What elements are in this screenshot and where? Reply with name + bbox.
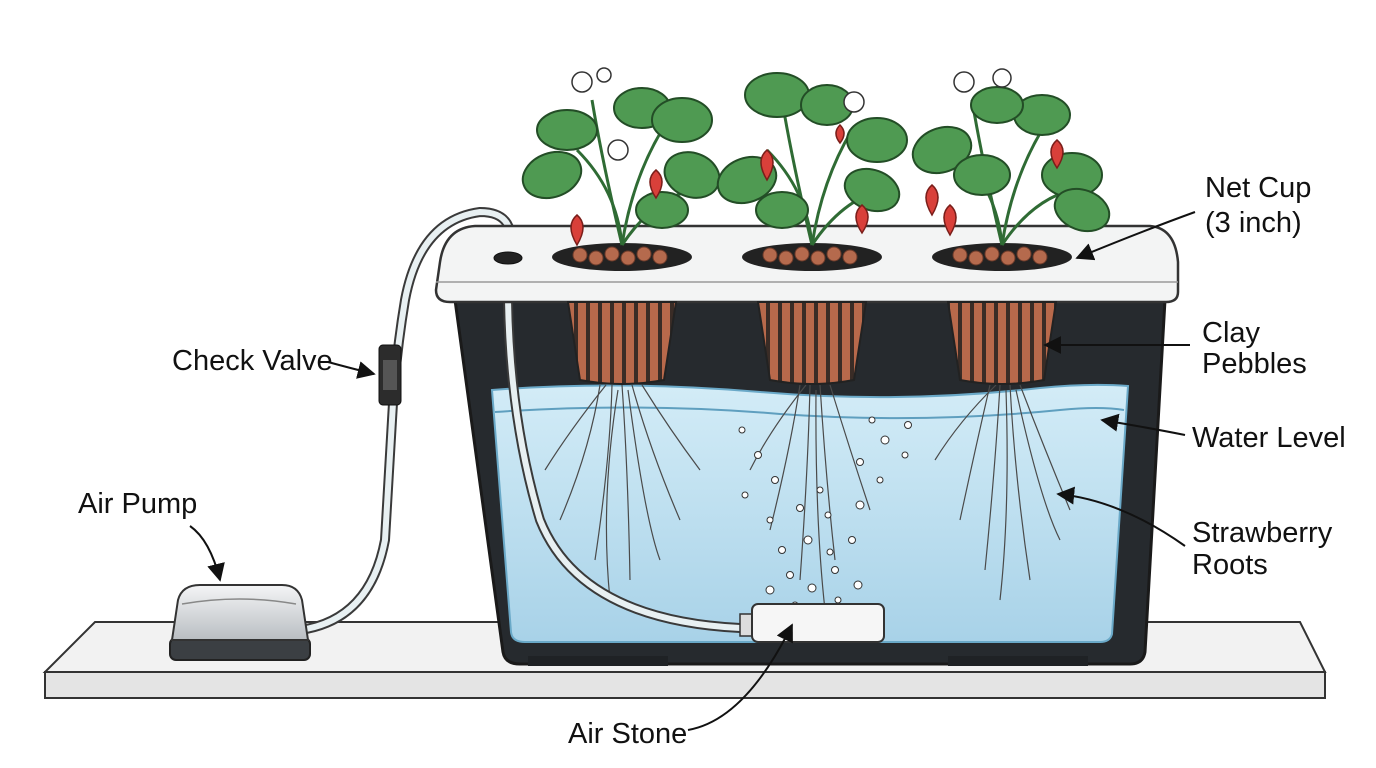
net-cup-callout — [1075, 211, 1196, 261]
air-pump-icon — [169, 584, 311, 661]
strawberry-plant-icon — [521, 67, 721, 247]
strawberry-plant-icon — [911, 68, 1111, 246]
air-stone-icon — [739, 603, 885, 643]
callout-arrows — [189, 211, 1196, 731]
net-cup-icon — [552, 243, 692, 385]
check-valve-label: Check Valve — [172, 345, 333, 377]
water-body — [490, 383, 1130, 643]
air-stone-label: Air Stone — [568, 718, 687, 750]
check-valve-icon — [378, 344, 402, 406]
strawberry-roots-label: Strawberry — [1192, 517, 1333, 549]
strawberry-plants — [521, 67, 1111, 247]
net-cup-size-label: (3 inch) — [1205, 207, 1302, 239]
net-cup-label: Net Cup — [1205, 172, 1311, 204]
net-cups — [552, 243, 1072, 385]
clay-pebbles-label-2: Pebbles — [1202, 348, 1307, 380]
air-pump-callout — [189, 525, 225, 582]
air-stone-callout — [687, 623, 793, 731]
strawberry-roots — [544, 384, 1071, 611]
clay-pebbles-label: Clay — [1202, 317, 1261, 349]
net-cup-icon — [932, 243, 1072, 385]
labels: Net Cup (3 inch) Clay Pebbles Water Leve… — [78, 172, 1346, 750]
net-cup-icon — [742, 243, 882, 385]
strawberry-roots-callout — [1056, 486, 1186, 547]
water-level-label: Water Level — [1192, 422, 1346, 454]
air-pump-label: Air Pump — [78, 488, 197, 520]
water-level-callout — [1100, 413, 1186, 436]
strawberry-roots-label-2: Roots — [1192, 549, 1268, 581]
air-bubbles — [738, 416, 912, 609]
air-tube — [295, 206, 745, 635]
strawberry-plant-icon — [716, 72, 908, 246]
check-valve-callout — [327, 361, 376, 379]
